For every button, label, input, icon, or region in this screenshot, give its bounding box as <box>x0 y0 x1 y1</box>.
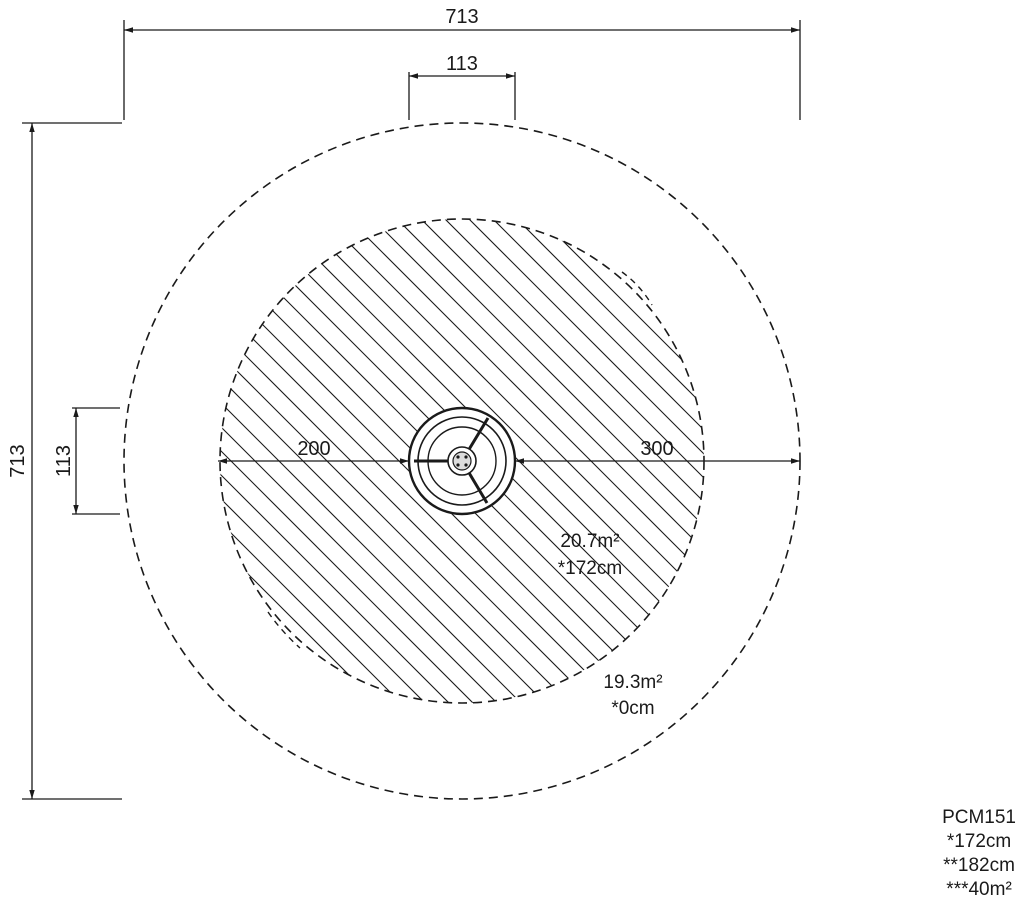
dimension-overall-width <box>123 20 801 120</box>
hatch-line <box>220 219 410 703</box>
dimension-top-offset <box>408 72 516 120</box>
hatch-line <box>484 219 704 703</box>
dimension-overall-width-label: 713 <box>445 6 478 28</box>
hatch-line <box>460 219 704 703</box>
hatch-line <box>508 219 704 703</box>
outer-zone-height-label: *0cm <box>611 698 654 719</box>
outer-arc-fragment-sw <box>267 611 301 649</box>
dimension-overall-height-label: 713 <box>7 444 29 477</box>
free-fall-height: *172cm <box>946 831 1012 852</box>
hatch-line <box>220 219 458 703</box>
inner-zone-area-label: 20.7m² <box>560 531 619 552</box>
outer-zone-area-label: 19.3m² <box>603 672 662 693</box>
dimension-radius-left-label: 200 <box>297 438 330 460</box>
inner-zone-height-label: *172cm <box>558 558 622 579</box>
surface-height: **182cm <box>943 855 1015 876</box>
dimension-top-offset-label: 113 <box>446 53 478 75</box>
model-number: PCM151 <box>942 807 1016 828</box>
hatch-line <box>220 219 386 703</box>
total-area: ***40m² <box>946 879 1012 900</box>
hatch-line <box>220 219 434 703</box>
dimension-left-offset-label: 113 <box>53 445 75 477</box>
dimension-left-offset <box>72 407 120 515</box>
dimension-radius-right-label: 300 <box>640 438 673 460</box>
dimension-overall-height <box>22 122 122 800</box>
carousel-equipment-icon <box>407 406 517 516</box>
outer-arc-fragment-ne <box>621 271 653 306</box>
hatch-line <box>532 219 704 703</box>
title-block: PCM151 *172cm **182cm ***40m² <box>942 806 1016 902</box>
